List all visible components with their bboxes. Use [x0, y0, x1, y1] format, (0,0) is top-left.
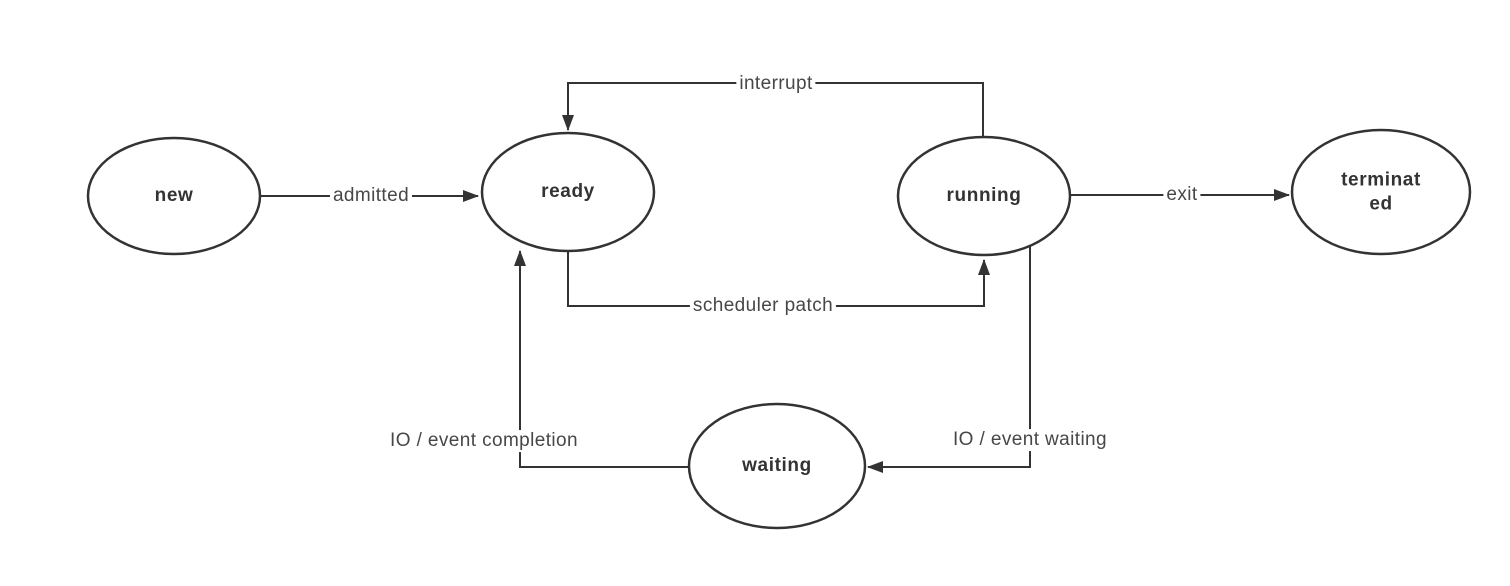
- edge-label-scheduler-patch: scheduler patch: [689, 295, 837, 317]
- node-label-ready: ready: [541, 181, 595, 203]
- edge-label-io-event-completion: IO / event completion: [387, 430, 581, 452]
- state-node-running: [896, 135, 1072, 257]
- edge-label-io-event-waiting: IO / event waiting: [950, 429, 1110, 451]
- edge-io-event-waiting: [867, 246, 1031, 473]
- state-node-ready: [480, 131, 656, 253]
- state-node-terminated: [1290, 128, 1472, 256]
- state-node-waiting: [687, 402, 867, 530]
- edge-io-event-completion: [514, 250, 690, 468]
- state-node-new: [86, 136, 262, 256]
- edge-label-exit: exit: [1163, 184, 1201, 206]
- node-label-new: new: [154, 185, 194, 207]
- node-label-waiting: waiting: [742, 455, 812, 477]
- edge-label-interrupt: interrupt: [736, 73, 816, 95]
- node-label-running: running: [946, 185, 1022, 207]
- node-label-terminated: terminated: [1341, 169, 1421, 214]
- edge-label-admitted: admitted: [329, 185, 413, 207]
